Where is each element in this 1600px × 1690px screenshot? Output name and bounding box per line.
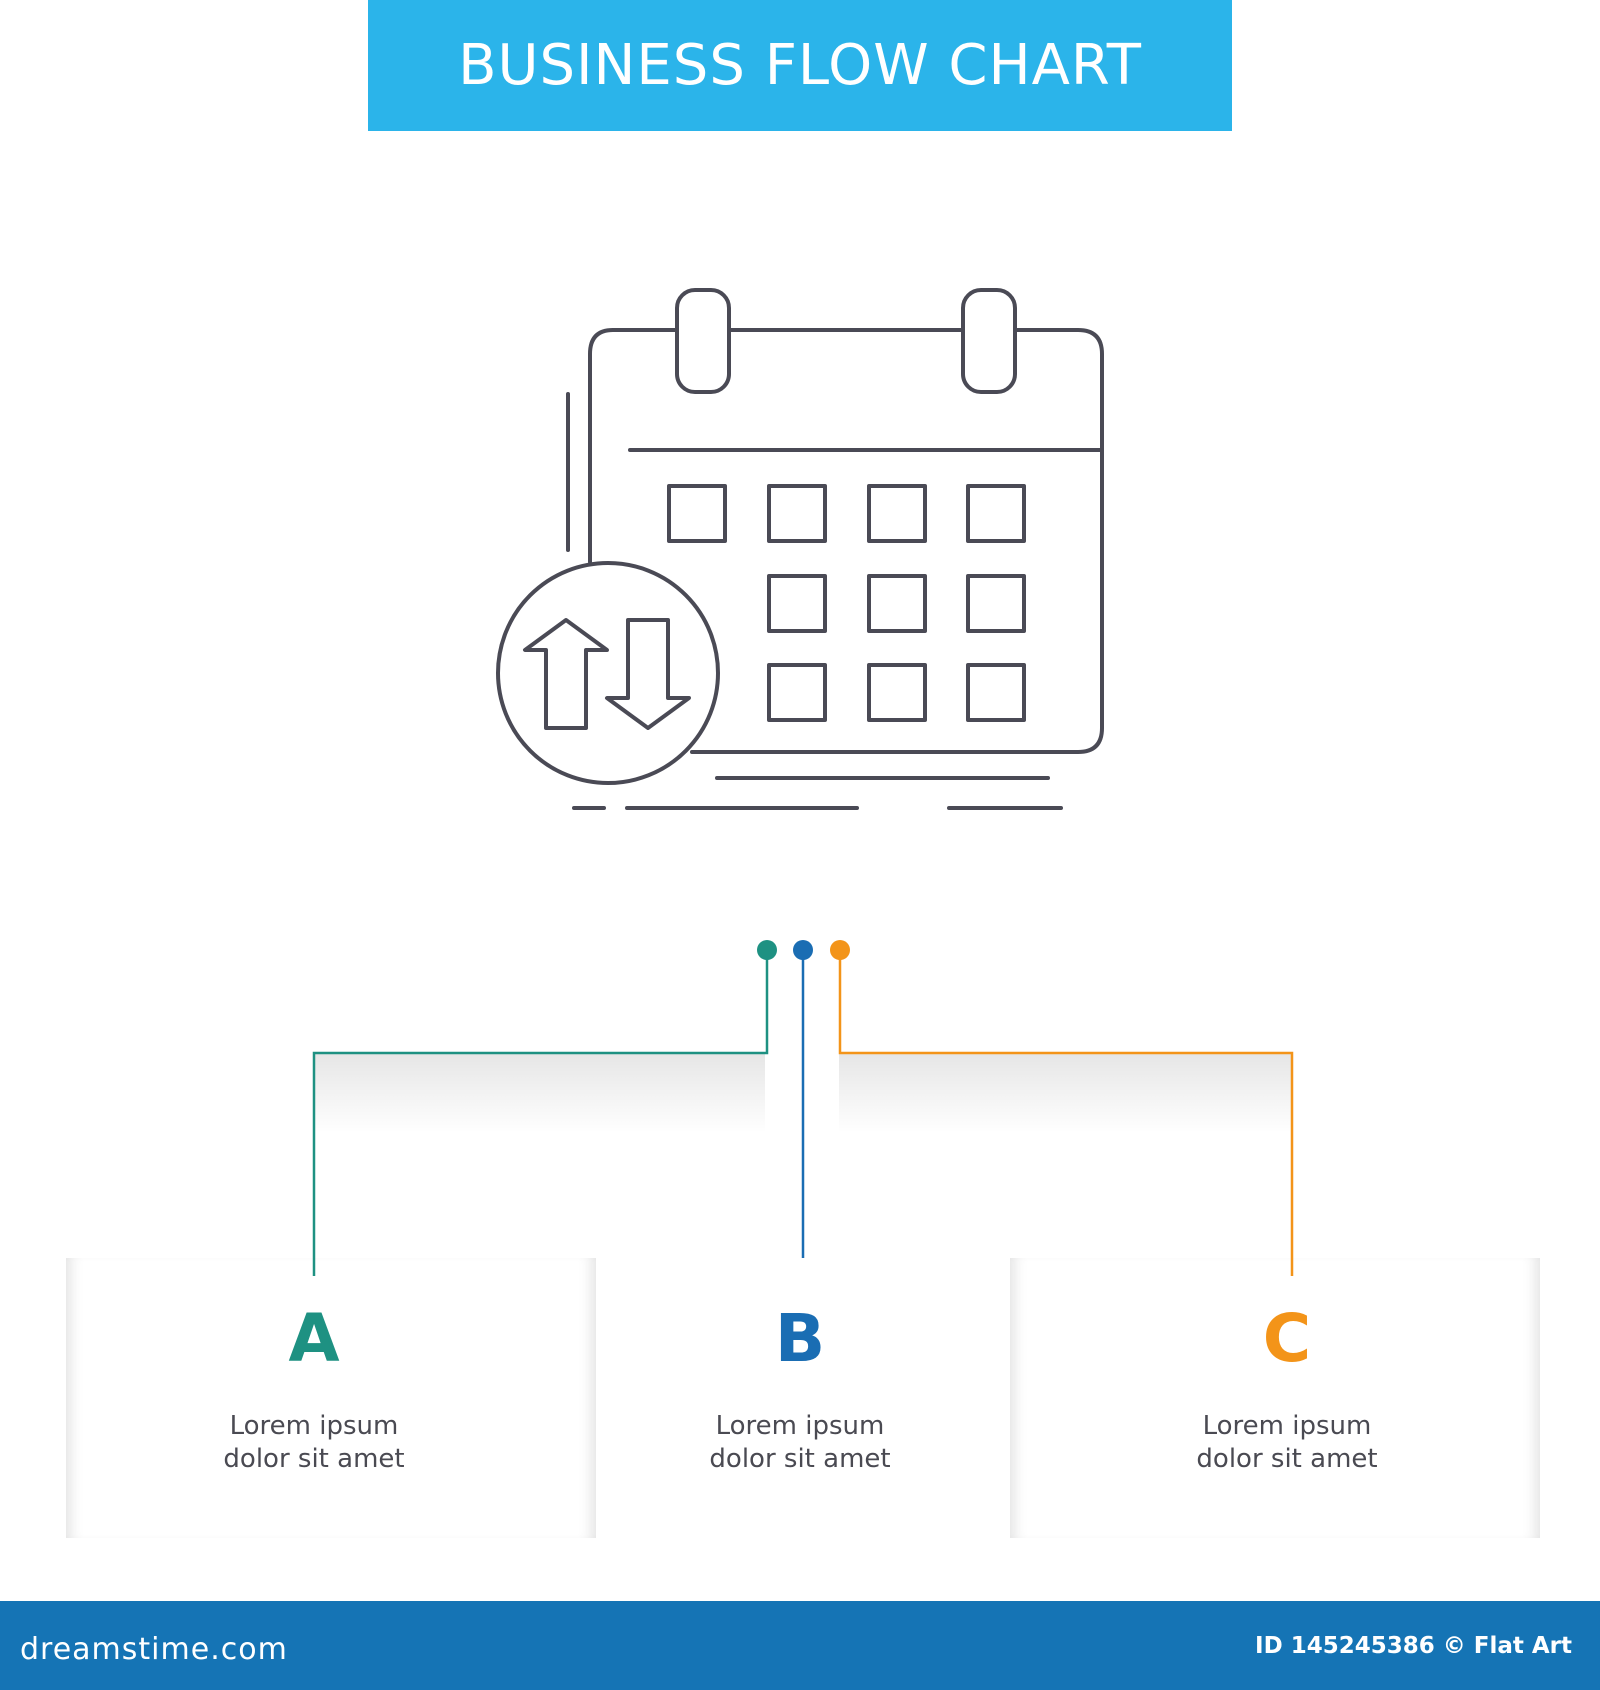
arrow-down-icon xyxy=(605,618,691,730)
step-a-letter: A xyxy=(288,1300,340,1377)
step-c-letter: C xyxy=(1262,1300,1312,1377)
shelf-shade-c xyxy=(839,1053,1292,1133)
step-panel-b xyxy=(596,1258,1010,1538)
connector-b-dot xyxy=(793,940,813,960)
connector-c-dot xyxy=(830,940,850,960)
calendar-icon xyxy=(496,288,1104,810)
step-b-line1: Lorem ipsum xyxy=(715,1411,885,1441)
step-b-letter: B xyxy=(774,1300,826,1377)
step-a-text: Lorem ipsum dolor sit amet xyxy=(164,1410,464,1476)
connector-a xyxy=(312,950,769,1276)
step-panel-a xyxy=(66,1258,596,1538)
step-a-line1: Lorem ipsum xyxy=(229,1411,399,1441)
step-c-text: Lorem ipsum dolor sit amet xyxy=(1137,1410,1437,1476)
title-banner: BUSINESS FLOW CHART xyxy=(368,0,1232,131)
step-c-line1: Lorem ipsum xyxy=(1202,1411,1372,1441)
footer-brand: dreamstime.com xyxy=(20,1632,288,1667)
connector-a-dot xyxy=(757,940,777,960)
footer-bar xyxy=(0,1601,1600,1690)
footer-image-id: ID 145245386 © Flat Art xyxy=(1255,1633,1572,1659)
step-c-line2: dolor sit amet xyxy=(1196,1444,1378,1474)
connector-c xyxy=(838,950,1294,1276)
arrow-up-icon xyxy=(523,618,609,730)
step-b-text: Lorem ipsum dolor sit amet xyxy=(650,1410,950,1476)
step-panel-c xyxy=(1010,1258,1540,1538)
step-a-line2: dolor sit amet xyxy=(223,1444,405,1474)
step-b-line2: dolor sit amet xyxy=(709,1444,891,1474)
shelf-shade-a xyxy=(314,1053,765,1133)
chart-title: BUSINESS FLOW CHART xyxy=(458,33,1142,98)
